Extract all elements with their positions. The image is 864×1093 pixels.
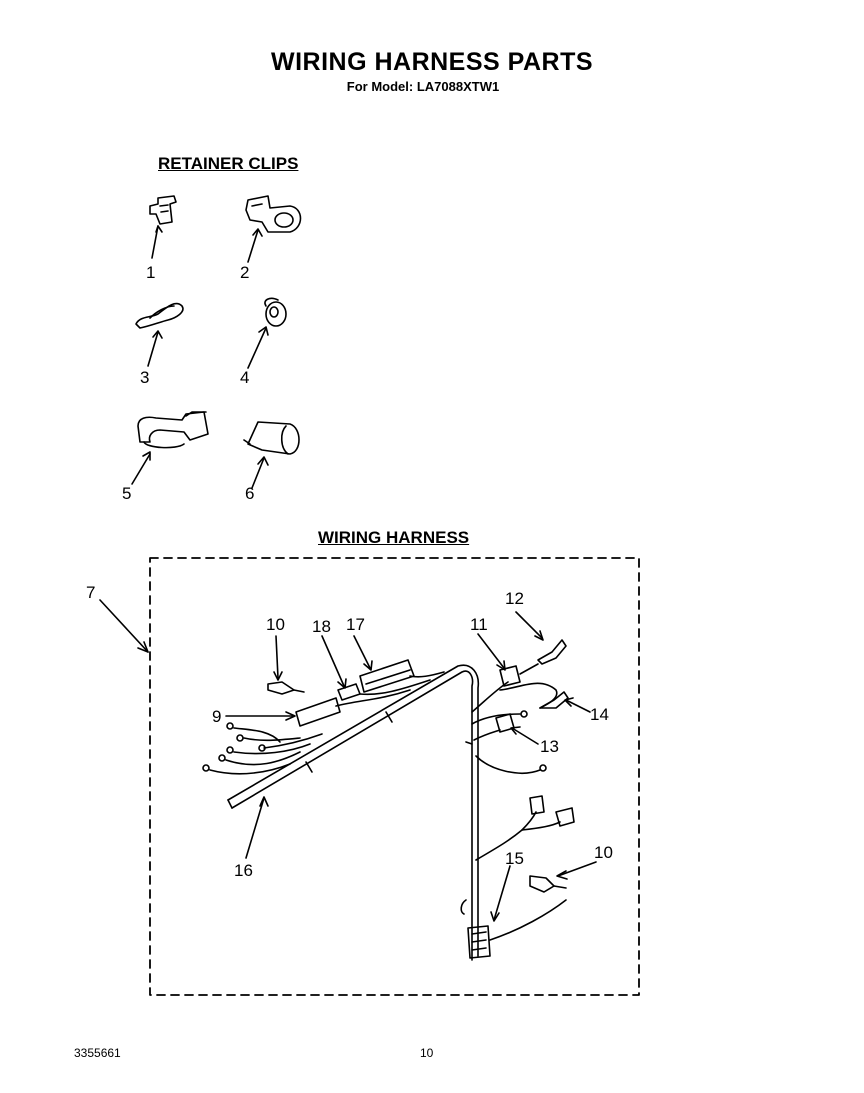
retainer-clip-3: [135, 302, 184, 367]
callout-4: 4: [240, 368, 250, 387]
harness-frame: [149, 557, 640, 996]
retainer-clip-5: [131, 411, 209, 485]
callout-9: 9: [212, 707, 222, 726]
callout-2: 2: [240, 263, 250, 282]
callout-10-left: 10: [266, 615, 285, 634]
callout-17: 17: [346, 615, 365, 634]
callout-1: 1: [146, 263, 156, 282]
callout-10-right: 10: [594, 843, 613, 862]
wiring-harness-heading: WIRING HARNESS: [318, 528, 470, 547]
callout-12: 12: [505, 589, 524, 608]
callout-18: 18: [312, 617, 331, 636]
callout-14: 14: [590, 705, 609, 724]
page-title: WIRING HARNESS PARTS: [270, 48, 594, 76]
retainer-clip-1: [149, 195, 177, 259]
retainer-clip-6: [243, 421, 300, 489]
callout-3: 3: [140, 368, 150, 387]
callout-16: 16: [234, 861, 253, 880]
model-subtitle: For Model: LA7088XTW1: [346, 79, 500, 94]
callout-6: 6: [245, 484, 255, 503]
callout-15: 15: [505, 849, 524, 868]
callout-7: 7: [86, 583, 96, 602]
retainer-clip-2: [245, 195, 302, 263]
callout-13: 13: [540, 737, 559, 756]
retainer-clip-4: [247, 297, 287, 369]
harness-bundle: [202, 639, 575, 961]
retainer-clips-heading: RETAINER CLIPS: [158, 154, 299, 173]
part-number: 3355661: [74, 1046, 121, 1060]
callout-11: 11: [470, 615, 488, 634]
callout-leaders: [225, 611, 597, 922]
page-number: 10: [420, 1046, 434, 1060]
callout-5: 5: [122, 484, 132, 503]
